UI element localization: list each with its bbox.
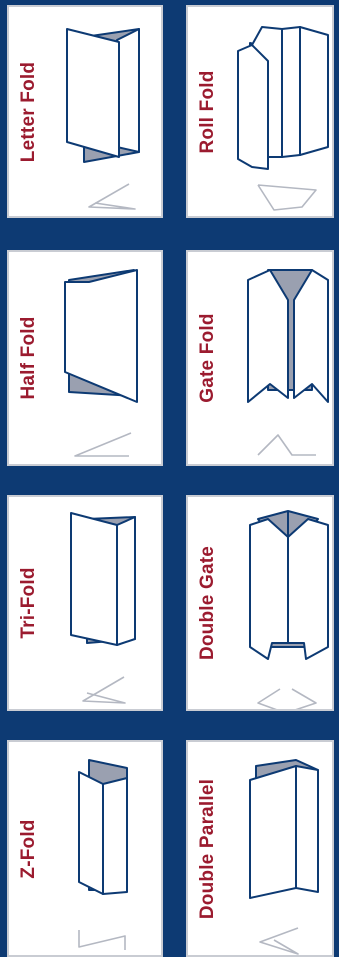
letter-fold-glyph [88, 183, 136, 210]
z-fold-illustration [78, 759, 128, 950]
gate-fold-illustration [247, 269, 329, 456]
half-fold-glyph [74, 432, 132, 457]
half-fold-illustration [64, 269, 138, 457]
letter-fold-illustration [66, 28, 140, 210]
fold-card-tri-fold: Tri-Fold [7, 495, 163, 711]
fold-card-z-fold: Z-Fold [7, 740, 163, 957]
double-gate-illustration [249, 510, 329, 709]
z-fold-glyph [78, 930, 126, 950]
double-parallel-glyph [259, 927, 299, 955]
tri-fold-illustration [70, 512, 136, 704]
fold-card-letter-fold: Letter Fold [7, 5, 163, 218]
double-parallel-illustration [249, 759, 319, 955]
fold-card-gate-fold: Gate Fold [186, 250, 334, 466]
gate-fold-glyph [257, 434, 316, 456]
fold-card-double-parallel: Double Parallel [186, 740, 334, 957]
fold-card-double-gate: Double Gate [186, 495, 334, 711]
double-gate-glyph [257, 688, 317, 709]
tri-fold-glyph [82, 676, 126, 704]
roll-fold-illustration [237, 26, 329, 211]
fold-card-roll-fold: Roll Fold [186, 5, 334, 218]
fold-card-half-fold: Half Fold [7, 250, 163, 466]
roll-fold-glyph [257, 184, 317, 211]
